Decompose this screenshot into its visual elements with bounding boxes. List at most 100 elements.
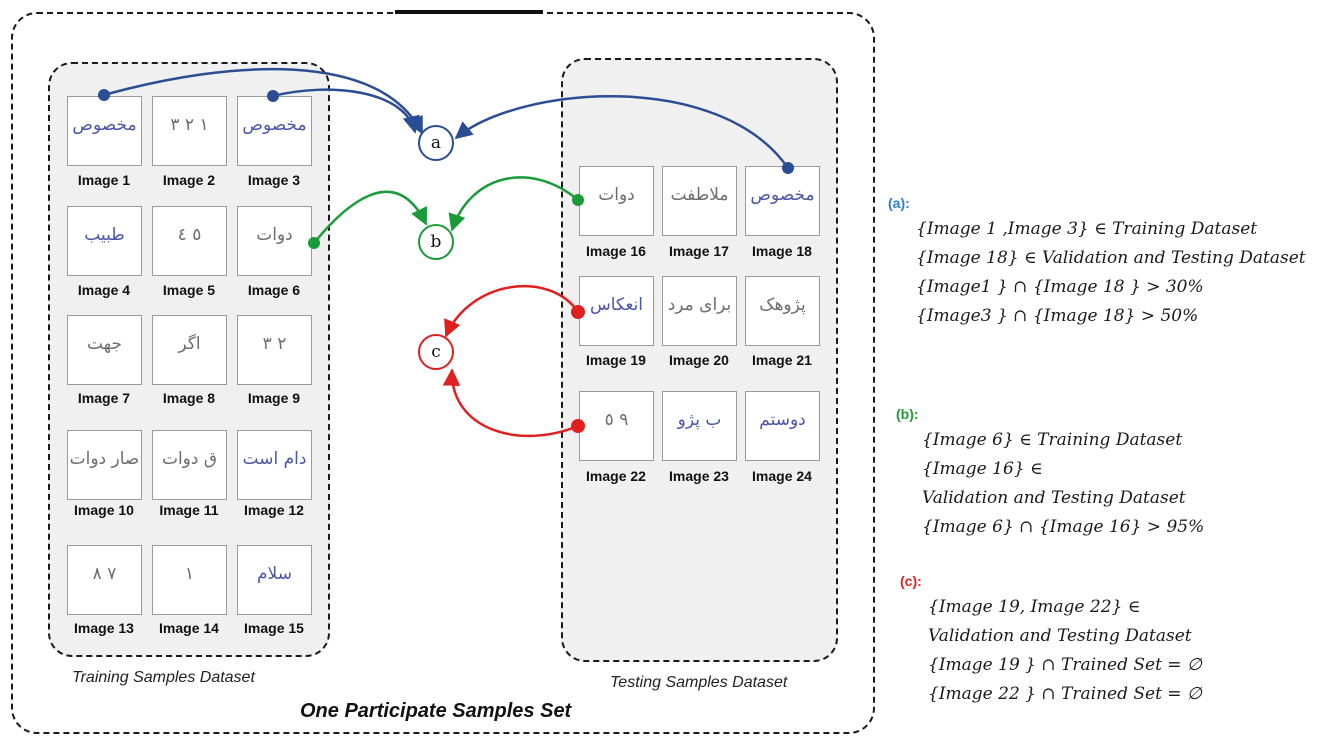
legend-c-line: {Image 22 } ∩ Trained Set = ∅ [928, 684, 1202, 704]
handwriting-sample: برای مرد [667, 295, 732, 315]
image-caption: Image 10 [74, 502, 134, 518]
image-caption: Image 22 [586, 468, 646, 484]
handwriting-sample: پژوهک [759, 295, 806, 315]
legend-a-head: (a): [888, 195, 910, 211]
handwriting-sample: ب پژو [677, 410, 722, 430]
handwriting-sample: دوات [598, 185, 635, 205]
handwriting-sample: اگر [178, 334, 201, 354]
anchor-image16 [572, 194, 584, 206]
image-thumbnail: سلام [237, 545, 312, 615]
image-caption: Image 24 [752, 468, 812, 484]
handwriting-sample: مخصوص [72, 115, 137, 135]
image-thumbnail: برای مرد [662, 276, 737, 346]
image-caption: Image 13 [74, 620, 134, 636]
anchor-image22 [571, 419, 585, 433]
legend-a-line: {Image 18} ∈ Validation and Testing Data… [916, 248, 1306, 268]
image-caption: Image 9 [247, 390, 301, 406]
legend-c-head: (c): [900, 573, 922, 589]
legend-b-line: Validation and Testing Dataset [922, 488, 1186, 508]
link-image1-to-a [103, 67, 424, 135]
training-panel-title: Training Samples Dataset [72, 669, 255, 686]
image-thumbnail: طبيب [67, 206, 142, 276]
image-thumbnail: دوات [237, 206, 312, 276]
handwriting-sample: دوستم [759, 410, 806, 430]
image-thumbnail: دوات [579, 166, 654, 236]
anchor-image6 [308, 237, 320, 249]
handwriting-sample: دوات [256, 225, 293, 245]
image-caption: Image 6 [247, 282, 301, 298]
image-caption: Image 23 [669, 468, 729, 484]
image-thumbnail: ٩ ٥ [579, 391, 654, 461]
image-thumbnail: دام است [237, 430, 312, 500]
image-caption: Image 21 [752, 352, 812, 368]
image-caption: Image 2 [162, 172, 216, 188]
anchor-image1 [98, 89, 110, 101]
legend-a: (a): {Image 1 ,Image 3} ∈ Training Datas… [888, 195, 1338, 331]
image-thumbnail: ب پژو [662, 391, 737, 461]
anchor-image3 [267, 90, 279, 102]
testing-panel-title: Testing Samples Dataset [610, 674, 788, 691]
link-image18-to-a [454, 94, 790, 169]
anchor-image18 [782, 162, 794, 174]
legend-a-line: {Image3 } ∩ {Image 18} > 50% [916, 306, 1199, 326]
legend-b: (b): {Image 6} ∈ Training Dataset {Image… [888, 406, 1338, 542]
handwriting-sample: طبيب [84, 225, 125, 245]
image-thumbnail: پژوهک [745, 276, 820, 346]
handwriting-sample: مخصوص [242, 115, 307, 135]
legend-c: (c): {Image 19, Image 22} ∈ Validation a… [888, 573, 1338, 709]
handwriting-sample: سلام [257, 564, 292, 584]
image-caption: Image 5 [162, 282, 216, 298]
link-image19-to-c [444, 284, 580, 338]
image-caption: Image 16 [586, 243, 646, 259]
image-thumbnail: ١ ٢ ٣ [152, 96, 227, 166]
legend-b-line: {Image 6} ∩ {Image 16} > 95% [922, 517, 1205, 537]
handwriting-sample: صار دوات [69, 449, 140, 469]
image-caption: Image 19 [586, 352, 646, 368]
image-thumbnail: انعکاس [579, 276, 654, 346]
handwriting-sample: ملاطفت [670, 185, 729, 205]
image-thumbnail: ملاطفت [662, 166, 737, 236]
image-caption: Image 4 [77, 282, 131, 298]
handwriting-sample: ٩ ٥ [604, 410, 629, 430]
image-caption: Image 11 [159, 502, 219, 518]
handwriting-sample: ٥ ٤ [177, 225, 202, 245]
legend-c-line: Validation and Testing Dataset [928, 626, 1192, 646]
handwriting-sample: جهت [86, 334, 123, 354]
legend-b-line: {Image 16} ∈ [922, 459, 1043, 479]
image-caption: Image 8 [162, 390, 216, 406]
image-caption: Image 18 [752, 243, 812, 259]
handwriting-sample: ٢ ٣ [262, 334, 287, 354]
anchor-image19 [571, 305, 585, 319]
link-image6-to-b [313, 190, 428, 244]
image-thumbnail: دوستم [745, 391, 820, 461]
image-thumbnail: ٥ ٤ [152, 206, 227, 276]
node-a: a [418, 125, 454, 161]
image-caption: Image 20 [669, 352, 729, 368]
image-thumbnail: اگر [152, 315, 227, 385]
image-thumbnail: مخصوص [745, 166, 820, 236]
image-caption: Image 17 [669, 243, 729, 259]
link-image16-to-b [448, 176, 579, 232]
image-caption: Image 7 [77, 390, 131, 406]
image-caption: Image 15 [244, 620, 304, 636]
image-thumbnail: صار دوات [67, 430, 142, 500]
image-caption: Image 14 [159, 620, 219, 636]
node-c: c [418, 334, 454, 370]
handwriting-sample: ق دوات [161, 449, 218, 469]
testing-panel [561, 58, 838, 662]
legend-a-line: {Image 1 ,Image 3} ∈ Training Dataset [916, 219, 1258, 239]
image-caption: Image 12 [244, 502, 304, 518]
image-thumbnail: ٧ ٨ [67, 545, 142, 615]
image-caption: Image 3 [247, 172, 301, 188]
image-thumbnail: ق دوات [152, 430, 227, 500]
legend-b-head: (b): [896, 406, 919, 422]
image-thumbnail: ٢ ٣ [237, 315, 312, 385]
node-b: b [418, 224, 454, 260]
handwriting-sample: ١ [184, 564, 195, 584]
set-title: One Participate Samples Set [300, 700, 572, 722]
legend-a-line: {Image1 } ∩ {Image 18 } > 30% [916, 277, 1204, 297]
handwriting-sample: ٧ ٨ [92, 564, 117, 584]
handwriting-sample: مخصوص [750, 185, 815, 205]
image-thumbnail: ١ [152, 545, 227, 615]
